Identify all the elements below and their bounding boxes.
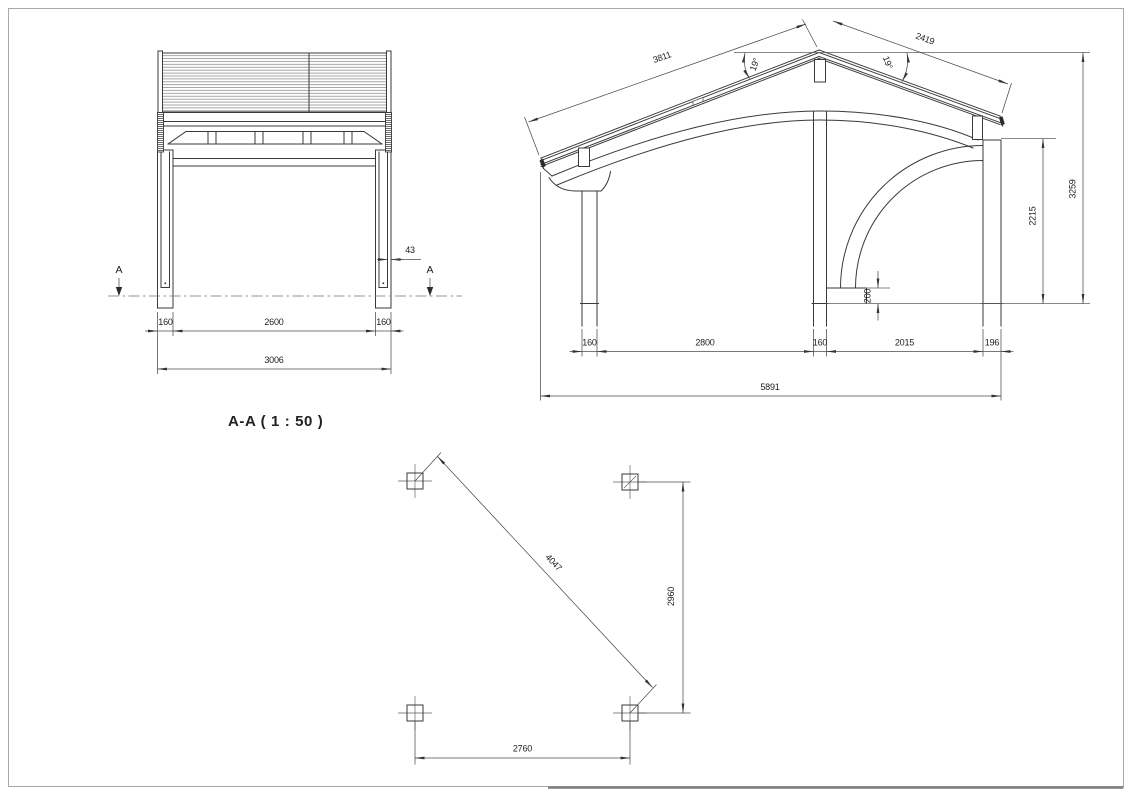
left-purlin-block xyxy=(578,147,590,167)
section-marker-right: A xyxy=(426,264,434,296)
plan-view: 4047 2960 2760 xyxy=(398,452,691,765)
dim-post-left-width: 160 xyxy=(582,338,597,348)
side-roof xyxy=(539,49,1005,177)
dim-post-height: 2215 xyxy=(1028,206,1038,225)
section-marker-left: A xyxy=(115,264,123,296)
side-ledge xyxy=(826,287,1090,304)
front-left-post xyxy=(157,149,174,309)
dim-right-bay: 2015 xyxy=(895,338,914,348)
sheet-frame xyxy=(8,8,1124,789)
dim-front-gap: 43 xyxy=(405,245,415,255)
dim-front-span: 2600 xyxy=(264,317,283,327)
dim-front-post-left: 160 xyxy=(158,317,173,327)
dim-front-post-right: 160 xyxy=(376,317,391,327)
front-view-title: A-A ( 1 : 50 ) xyxy=(228,413,323,430)
dim-mid-post-width: 160 xyxy=(813,338,828,348)
dim-front-overall: 3006 xyxy=(264,355,283,365)
plan-dimensions: 4047 2960 2760 xyxy=(414,452,691,765)
side-section-view: 3811 2419 19° 19° 3259 2215 200 xyxy=(524,19,1090,401)
dim-overall-length: 5891 xyxy=(760,382,779,392)
dim-ledge-height: 200 xyxy=(863,289,873,304)
front-purlin-row xyxy=(167,130,383,145)
front-fascia xyxy=(157,112,392,153)
left-eave-endcap xyxy=(539,158,546,168)
dim-left-bay: 2800 xyxy=(695,338,714,348)
right-eave-endcap xyxy=(999,116,1005,126)
right-eave-block xyxy=(972,115,983,140)
front-dimensions: 43 160 2600 160 3006 xyxy=(145,245,421,374)
ridge-block xyxy=(814,59,826,83)
section-marker-letter: A xyxy=(426,264,433,276)
front-elevation-view: A A 43 160 2600 xyxy=(108,50,462,430)
dim-plan-width: 2760 xyxy=(513,744,532,754)
angle-right: 19° xyxy=(881,55,895,71)
side-left-post xyxy=(580,190,599,327)
side-dimensions: 3811 2419 19° 19° 3259 2215 200 xyxy=(524,19,1085,401)
dim-total-height: 3259 xyxy=(1068,179,1078,198)
section-marker-letter: A xyxy=(115,264,122,276)
left-post-capital xyxy=(548,170,612,192)
front-header-beam xyxy=(172,158,376,167)
dim-plan-depth: 2960 xyxy=(666,587,676,606)
angle-left: 19° xyxy=(748,56,762,72)
side-arched-beam xyxy=(551,110,979,186)
dim-right-post-width: 196 xyxy=(985,338,1000,348)
dim-rafter-left: 3811 xyxy=(652,49,673,65)
dim-plan-diagonal: 4047 xyxy=(543,552,564,573)
curved-brace xyxy=(839,144,984,289)
side-right-post xyxy=(981,139,1003,327)
side-middle-post xyxy=(811,111,829,327)
front-right-post xyxy=(375,149,392,309)
dim-rafter-right: 2419 xyxy=(914,31,936,47)
front-roof-panel xyxy=(157,50,392,113)
